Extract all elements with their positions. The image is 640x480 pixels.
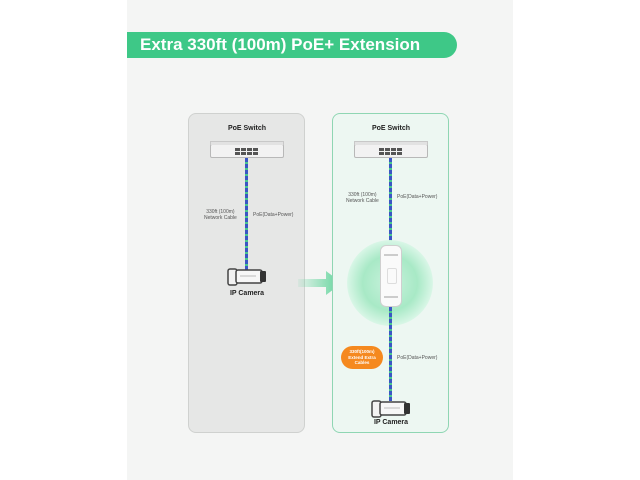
extend-cables-badge: 330ft(100m) Extend Extra Cables (341, 346, 383, 369)
right-network-cable-bottom (389, 307, 392, 401)
title-banner: Extra 330ft (100m) PoE+ Extension (127, 32, 457, 58)
right-network-cable-top (389, 158, 392, 246)
left-poe-label: PoE(Data+Power) (253, 212, 294, 218)
right-camera-label: IP Camera (373, 419, 409, 426)
left-camera-label: IP Camera (229, 290, 265, 297)
right-ip-camera-icon (371, 400, 410, 418)
left-cable-length-label: 330ft (100m) Network Cable (204, 209, 237, 221)
left-switch-label: PoE Switch (227, 125, 267, 132)
right-poe-label-top: PoE(Data+Power) (397, 194, 438, 200)
left-poe-switch (210, 141, 284, 158)
poster-background (127, 0, 513, 480)
left-network-cable (245, 158, 248, 270)
left-ip-camera-icon (227, 268, 266, 286)
right-switch-label: PoE Switch (371, 125, 411, 132)
poe-extender-device (380, 245, 402, 307)
arrow-right-icon (298, 271, 342, 295)
right-poe-label-bottom: PoE(Data+Power) (397, 355, 438, 361)
right-cable-length-label: 330ft (100m) Network Cable (346, 192, 379, 204)
right-poe-switch (354, 141, 428, 158)
